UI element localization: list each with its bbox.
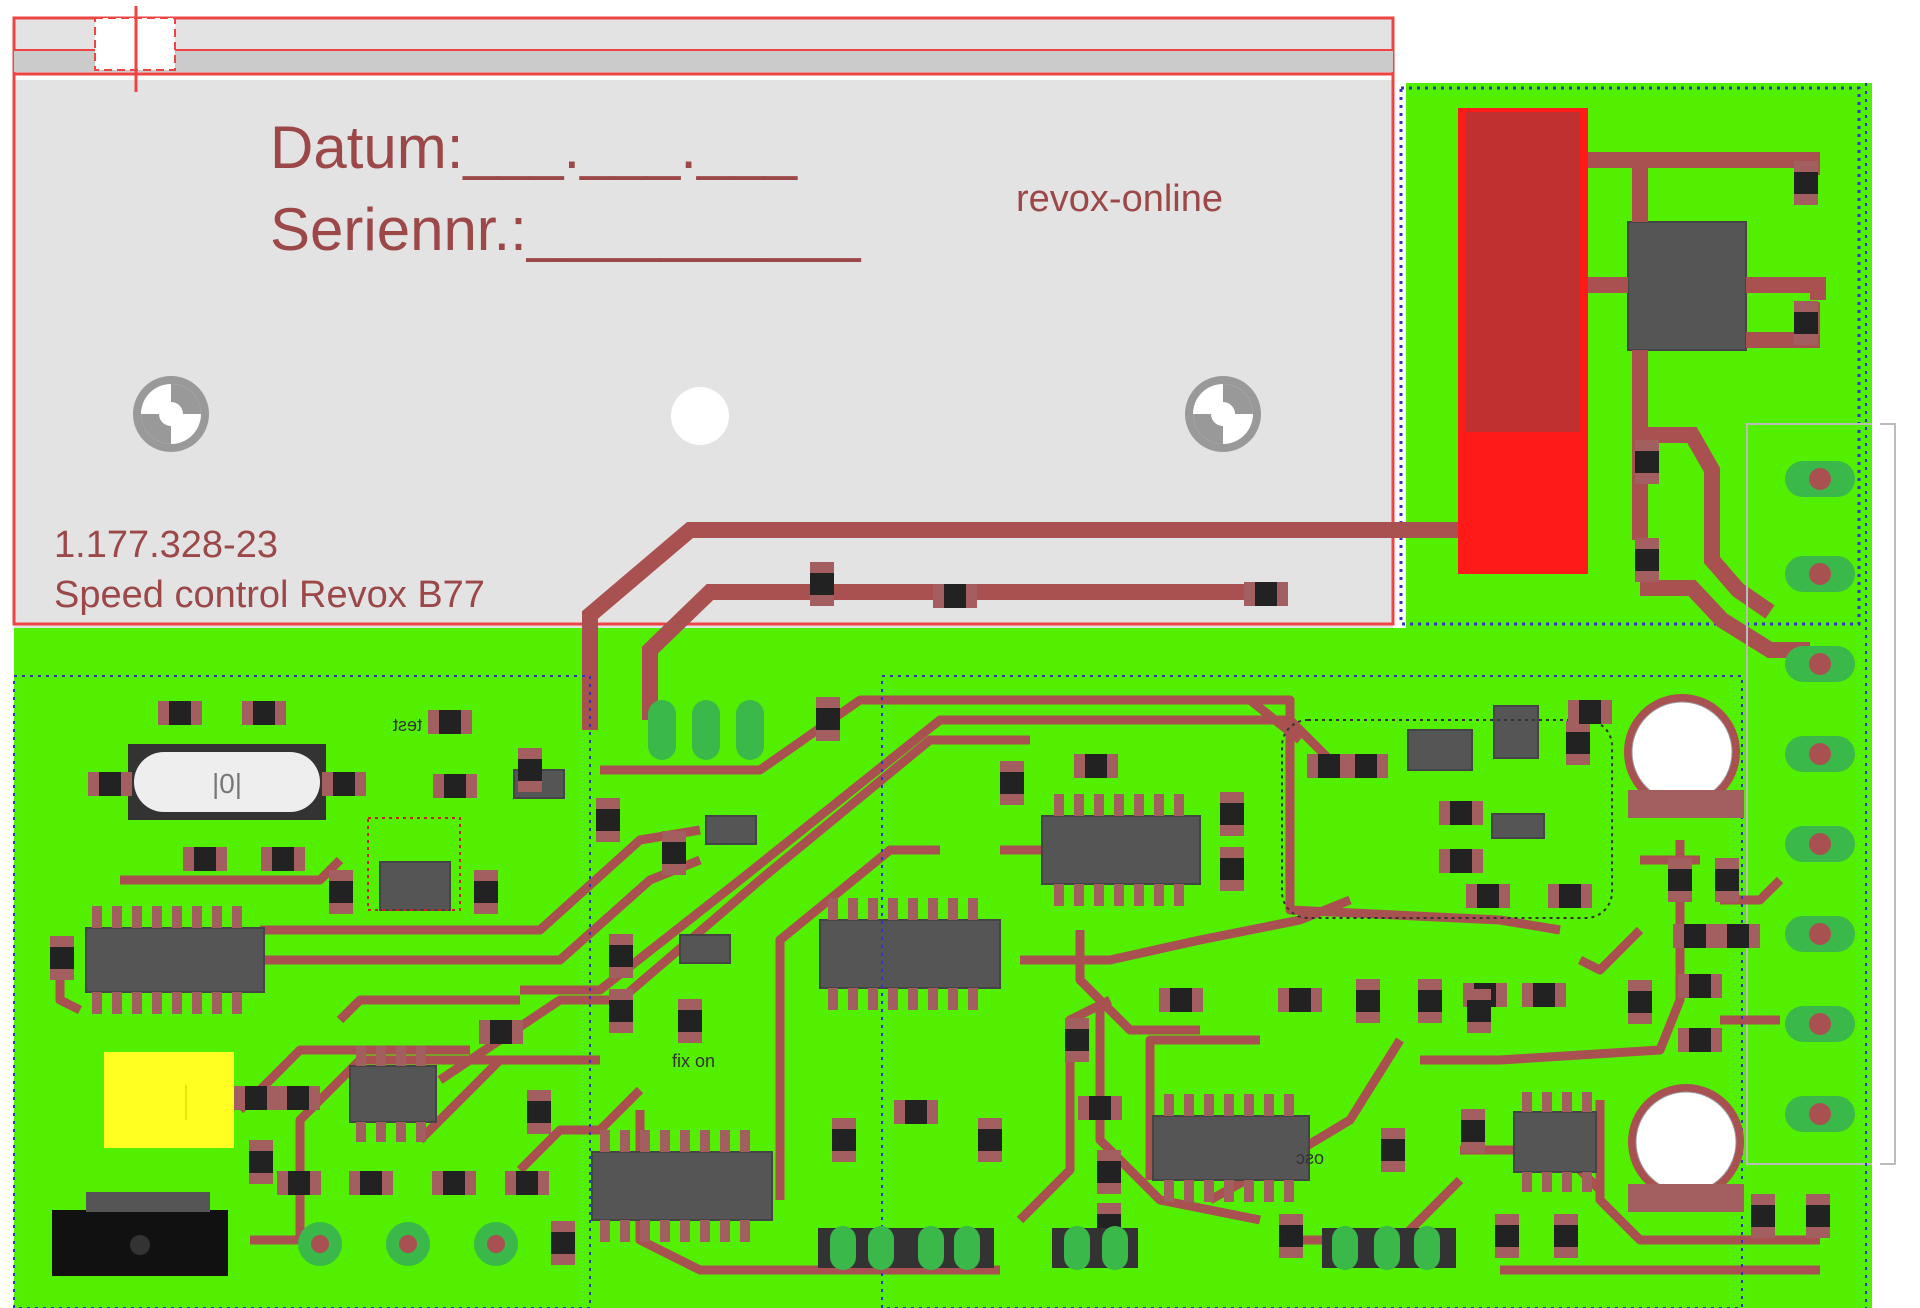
- pin-headers: [818, 1228, 1456, 1268]
- capacitor-top: [1624, 694, 1740, 810]
- mounting-hole-left: [133, 376, 209, 452]
- oscillator-zone: [1281, 719, 1613, 919]
- crystal-oscillator: |0|: [128, 744, 326, 820]
- edge-connector: [1746, 423, 1896, 1165]
- svg-text:|0|: |0|: [212, 768, 242, 799]
- brand-label: revox-online: [1016, 178, 1223, 220]
- serial-number-label: Seriennr.:__________: [270, 196, 861, 263]
- date-field-label: Datum:___.___.___: [270, 114, 798, 181]
- board-edge: [1872, 83, 1880, 1308]
- center-zone-outline: [881, 675, 1743, 1308]
- board-description-label: Speed control Revox B77: [54, 574, 485, 616]
- through-hole-pads: [298, 700, 764, 1266]
- capacitor-bottom: [1628, 1084, 1744, 1200]
- bridge-rectifier: [1627, 221, 1747, 351]
- silkscreen-test: test: [393, 715, 423, 735]
- left-zone-outline: [13, 675, 591, 1308]
- label-outline: [12, 72, 1395, 626]
- ic-packages: [85, 705, 1597, 1221]
- silkscreen-fix-on: fix on: [672, 1051, 716, 1071]
- part-number-label: 1.177.328-23: [54, 524, 278, 566]
- regulator-zone: [367, 817, 461, 911]
- dc-jack: [52, 1192, 228, 1276]
- mounting-hole-right: [1185, 376, 1261, 452]
- ic-pins: [92, 794, 1592, 1242]
- yellow-block: [104, 1052, 234, 1148]
- power-section-outline: [1399, 86, 1861, 626]
- mounting-hole-center: [671, 387, 729, 445]
- silkscreen-osc: osc: [1296, 1148, 1325, 1168]
